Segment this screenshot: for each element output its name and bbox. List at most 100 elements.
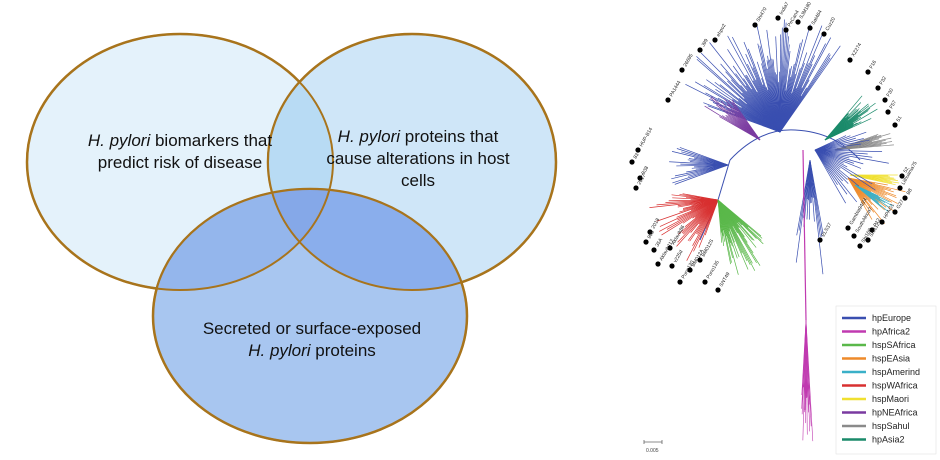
leaf-marker [847,57,853,63]
tree-branch-hpEurope [814,139,870,151]
leaf-marker [643,239,649,245]
legend-label: hpEurope [872,313,911,323]
tree-branch-hpAsia2 [824,118,872,141]
venn-label-line: predict risk of disease [98,153,262,172]
leaf-marker [667,245,673,251]
leaf-marker [851,233,857,239]
leaf-marker [752,22,758,28]
leaf-marker [892,122,898,128]
tree-branch-hpNEAfrica [731,99,761,141]
leaf-label: 2018 [651,217,662,230]
leaf-marker [687,267,693,273]
tree-branch-hspWAfrica [649,199,719,208]
tree-branch-hpEurope [671,151,729,166]
tree-branch-hpEurope [814,149,883,152]
tree-branch-hpEurope [671,164,729,180]
tree-branch-hpAfrica2 [802,149,807,321]
leaf-marker [651,247,657,253]
leaf-marker [807,25,813,31]
tree-branch-hpEurope [814,149,848,195]
tree-backbone-branch [717,159,731,201]
leaf-label: HUP-B14 [639,127,655,148]
tree-branch-hpEurope [814,149,855,164]
leaf-label: 83 [633,152,641,160]
leaf-marker [702,279,708,285]
tree-branch-hpEurope [814,131,867,151]
leaf-label: 908 [647,230,656,240]
leaf-label: 35A [655,237,665,248]
leaf-label: Shi470 [756,6,769,23]
venn-label-line: Secreted or surface-exposed [203,319,421,338]
tree-branch-hpEurope [814,137,856,151]
leaf-label: P12 [873,217,883,228]
venn-circle-host-alterations-outline [267,33,557,291]
leaf-marker [795,19,801,25]
legend-label: hspSahul [872,421,910,431]
tree-branch-hspAmerind [854,184,882,208]
tree-branch-hpEurope [814,149,889,164]
tree-branch-hpEurope [814,149,873,158]
legend-label: hspMaori [872,394,909,404]
leaf-label: 26695 [683,53,695,68]
leaf-marker [677,279,683,285]
legend-label: hpAfrica2 [872,327,910,337]
leaf-label: Puno135 [706,259,721,280]
tree-branch-hpEurope [779,45,841,133]
leaf-marker [783,27,789,33]
leaf-label: J99 [701,38,710,48]
leaf-marker [882,97,888,103]
tree-branch-hpEurope [814,149,876,191]
leaf-label: SNT49 [719,271,732,288]
leaf-marker [875,85,881,91]
tree-branch-hpEurope [814,149,843,182]
tree-branch-hpEurope [814,149,864,165]
tree-branch-hpEurope [814,138,864,151]
leaf-marker [669,263,675,269]
leaf-marker [821,31,827,37]
leaf-marker [845,225,851,231]
leaf-marker [637,175,643,181]
leaf-label: Sat464 [811,9,824,26]
leaf-label: BM012S [701,238,716,258]
leaf-marker [679,67,685,73]
legend-label: hspWAfrica [872,381,918,391]
scale-bar: 0.005 [643,440,663,454]
leaf-label: G27 [896,199,906,210]
tree-branch-hpEurope [795,159,811,263]
leaf-label: 52 [903,166,911,174]
leaf-marker [629,159,635,165]
tree-legend: hpEuropehpAfrica2hspSAfricahspEAsiahspAm… [835,305,937,455]
tree-branch-hpEurope [814,149,873,185]
legend-label: hspAmerind [872,367,920,377]
tree-branch-hpEurope [814,149,848,180]
leaf-label: SJM180 [799,1,813,20]
tree-branch-hpEurope [814,149,860,187]
tree-branch-hpAfrica2 [801,319,807,396]
leaf-marker [902,195,908,201]
leaf-label: B8 [906,188,914,196]
leaf-marker [879,219,885,225]
tree-branch-hpEurope [672,164,729,184]
leaf-marker [865,237,871,243]
tree-branch-hspWAfrica [682,193,719,201]
leaf-marker [665,97,671,103]
leaf-label: 51 [896,115,904,123]
leaf-marker [857,243,863,249]
tree-branches [649,19,906,442]
tree-branch-hpEurope [814,149,838,186]
leaf-label: 2017 [637,173,648,186]
leaf-label: XZ274 [851,42,864,58]
scale-bar-label: 0.005 [646,448,659,454]
tree-branch-hpEurope [814,149,868,155]
tree-branch-hpEurope [669,161,729,166]
leaf-marker [712,37,718,43]
legend-label: hspEAsia [872,354,910,364]
leaf-label: PeCan4 [787,9,801,28]
venn-label-line: cells [401,171,435,190]
tree-branch-hspWAfrica [659,199,719,232]
leaf-marker [775,15,781,21]
